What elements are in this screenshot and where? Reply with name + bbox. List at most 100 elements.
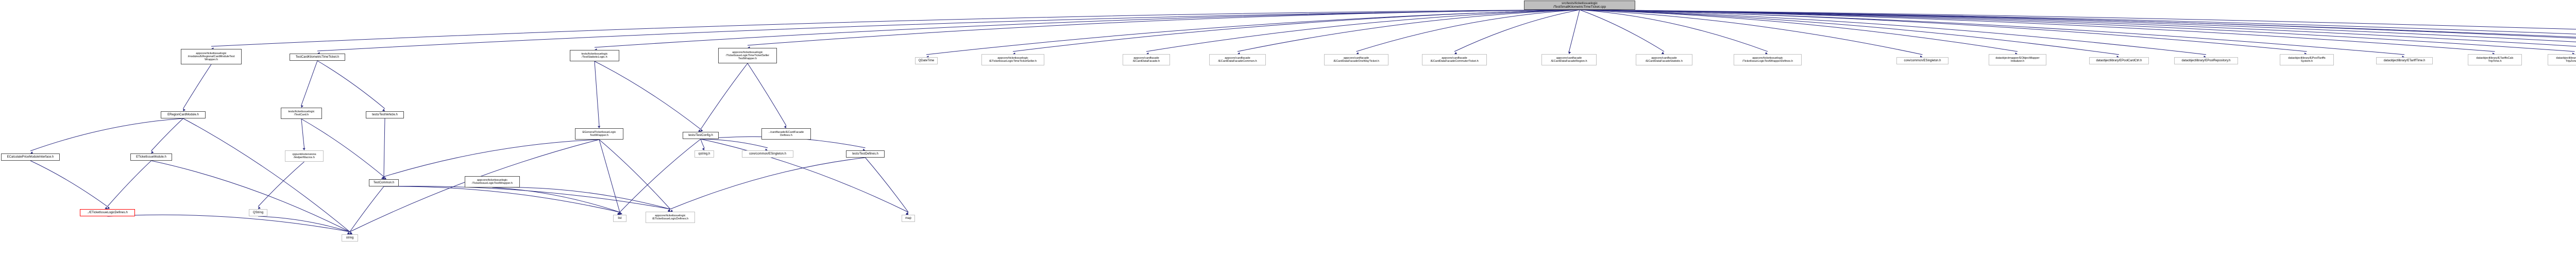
graph-node-n39[interactable]: appcore/ticketissuelogic /TicketIssueLog… [465, 176, 520, 187]
graph-edge [1579, 9, 2018, 52]
graph-edge [383, 139, 600, 177]
graph-edge [599, 139, 620, 213]
graph-edge [349, 186, 384, 232]
graph-node-n10[interactable]: appcore/cardfacade /ECardDataFacadeCommu… [1422, 54, 1487, 65]
graph-node-n41[interactable]: ../ETicketIssueLogicDefines.h [80, 209, 135, 216]
graph-edge [1579, 9, 2307, 52]
graph-edge [30, 160, 108, 207]
graph-node-n11[interactable]: appcore/cardfacade /ECardDataFacadeRegio… [1541, 54, 1597, 65]
graph-edge [492, 187, 620, 213]
graph-edge [258, 161, 304, 207]
graph-node-n44[interactable]: core/common/ESingleton.h [742, 150, 793, 158]
graph-edge [1579, 9, 2576, 42]
graph-edge [1579, 9, 2576, 39]
graph-edge [865, 157, 909, 213]
graph-node-n16[interactable]: dataobjectlibrary/EPoolCardCtrl.h [2089, 57, 2149, 64]
graph-edge [1579, 9, 1768, 52]
graph-node-n31[interactable]: EGeneralTicketIssueLogic TestWrapper.h [575, 128, 623, 140]
graph-node-n4[interactable]: appcore/ticketissuelogic /TicketIssueLog… [718, 48, 777, 63]
graph-edge [1579, 9, 2495, 52]
graph-edge [301, 60, 318, 106]
graph-node-n42[interactable]: QString [249, 209, 267, 216]
graph-edge [301, 118, 304, 148]
graph-edge [151, 160, 350, 232]
graph-edge [1454, 9, 1580, 52]
graph-node-n43[interactable]: qstring.h [694, 150, 714, 158]
graph-edge [619, 139, 701, 213]
graph-edge [1579, 9, 2120, 55]
graph-edge [383, 118, 385, 177]
graph-edge [317, 9, 1580, 52]
graph-edge [258, 216, 350, 232]
graph-node-n37[interactable]: cppunit/extensions /HelperMacros.h [285, 150, 324, 162]
graph-edge [151, 118, 183, 151]
graph-node-n12[interactable]: appcore/cardfacade /ECardDataFacadeStati… [1636, 54, 1692, 65]
graph-edge [1579, 9, 2405, 55]
graph-edge [383, 186, 620, 213]
graph-edge [107, 160, 151, 207]
graph-node-n7[interactable]: appcore/cardfacade /ECardDataFacade.h [1123, 54, 1170, 65]
graph-node-n33[interactable]: ../cardfacade/ECardFacade Defines.h [761, 128, 811, 140]
graph-node-n45[interactable]: tests/TestDefines.h [846, 150, 885, 158]
graph-node-n3[interactable]: tests/ticketissuelogic /TestStatisticLog… [570, 50, 619, 61]
graph-node-n47[interactable]: list [613, 215, 626, 222]
graph-edge [594, 61, 701, 130]
graph-edge [594, 9, 1580, 48]
graph-node-n18[interactable]: dataobjectlibrary/EPoolTariffs System.h [2280, 54, 2334, 65]
graph-edge [317, 60, 385, 109]
graph-edge [1237, 9, 1580, 52]
graph-node-n1[interactable]: appcore/ticketissuelogic /modules/ERegio… [181, 49, 242, 64]
graph-edge [1356, 9, 1580, 52]
graph-edge [1579, 9, 2576, 30]
graph-edge [30, 118, 183, 151]
graph-node-n6[interactable]: appcore/ticketissuelogic /ETicketIssueLo… [981, 54, 1044, 65]
graph-edge [1579, 9, 2575, 52]
graph-edge [747, 9, 1580, 46]
graph-edge [1579, 9, 1923, 55]
graph-node-n49[interactable]: map [902, 215, 915, 222]
graph-node-n38[interactable]: TestCommon.h [369, 179, 399, 186]
graph-node-n36[interactable]: ETicketIssueModule.h [130, 153, 172, 161]
graph-node-root[interactable]: src/tests/ticketissuelogic /TestSmallKil… [1524, 1, 1635, 10]
graph-node-n13[interactable]: appcore/ticketissuelogic /TicketIssueLog… [1734, 54, 1802, 65]
graph-edge [1569, 9, 1580, 52]
graph-edge [700, 139, 768, 148]
graph-node-n14[interactable]: core/common/ESingleton.h [1896, 57, 1948, 64]
graph-edge [1146, 9, 1580, 52]
graph-node-n21[interactable]: dataobjectlibrary/ETariffsCalc TripZoneC… [2548, 54, 2576, 65]
graph-edge [594, 61, 600, 126]
graph-edge [383, 185, 671, 210]
graph-node-n46[interactable]: string [342, 234, 358, 242]
graph-node-n2[interactable]: TestCardKilometricTimeTicket.h [290, 54, 345, 61]
graph-edge [211, 9, 1580, 47]
graph-edge [1579, 9, 2207, 55]
graph-node-n30[interactable]: tests/TestVehicle.h [366, 111, 404, 118]
graph-edge [747, 63, 787, 126]
graph-edge [1012, 9, 1580, 52]
graph-node-n29[interactable]: tests/ticketissuelogic /TestCard.h [281, 108, 322, 119]
graph-edge [301, 118, 384, 177]
graph-edge [1579, 9, 2576, 35]
graph-node-n5[interactable]: QDateTime [915, 57, 938, 64]
graph-node-n35[interactable]: ECalculatePriceModuleInterface.h [1, 153, 60, 161]
graph-edge [1579, 9, 2576, 47]
graph-node-n48[interactable]: appcore/ticketissuelogic /ETicketIssueLo… [646, 212, 695, 223]
graph-edge [670, 157, 866, 210]
graph-node-n20[interactable]: dataobjectlibrary/ETariffsCalc TripTime.… [2468, 54, 2522, 65]
graph-node-n32[interactable]: tests/TestConfig.h [683, 132, 719, 139]
graph-edge [926, 9, 1580, 55]
graph-node-n17[interactable]: dataobjectlibrary/EPoolRepository.h [2174, 57, 2238, 64]
graph-edge [1579, 9, 2576, 38]
graph-edge [1579, 9, 1665, 52]
graph-node-n8[interactable]: appcore/cardfacade /ECardDataFacadeCommo… [1209, 54, 1266, 65]
graph-node-n19[interactable]: dataobjectlibrary/ETariffTime.h [2376, 57, 2433, 64]
graph-edge [183, 64, 212, 109]
graph-edge [492, 187, 671, 210]
graph-node-n9[interactable]: appcore/cardfacade /ECardDataFacadeOneWa… [1324, 54, 1388, 65]
graph-edge [700, 139, 705, 148]
graph-node-n15[interactable]: dataobjectmapper/EObjectMapper Initializ… [1989, 54, 2046, 65]
graph-edge [107, 214, 350, 232]
graph-node-n28[interactable]: ERegionCardModule.h [161, 111, 206, 118]
graph-edge [700, 63, 748, 130]
